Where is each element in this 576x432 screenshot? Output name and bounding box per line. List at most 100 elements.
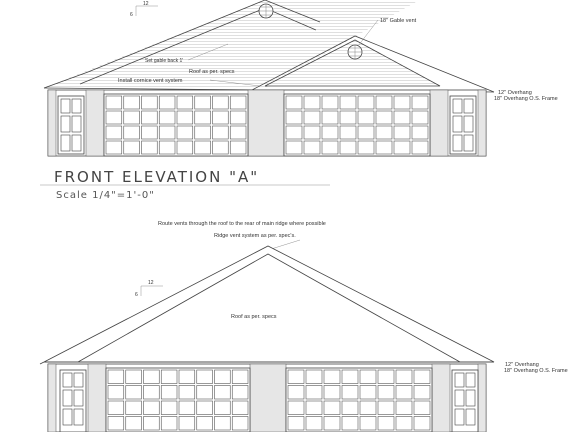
garage-door-panel [411, 125, 429, 140]
garage-door-panel [176, 95, 194, 110]
garage-door-panel [194, 140, 211, 155]
garage-door-panel [214, 369, 231, 384]
garage-door-panel [107, 400, 125, 415]
roof-label-a: Roof as per. specs [189, 69, 235, 75]
garage-door-panel [231, 416, 249, 431]
garage-door-panel [303, 140, 321, 155]
garage-door-panel [321, 95, 339, 110]
pitch-rise-label-b: 6 [135, 292, 138, 298]
garage-door-panel [229, 140, 247, 155]
garage-door-panel [196, 385, 213, 400]
garage-door-panel [143, 416, 160, 431]
garage-door-panel [176, 110, 194, 125]
overhang-os-label-b: 18" Overhang O.S. Frame [504, 368, 568, 374]
garage-door-panel [287, 416, 305, 431]
garage-door-panel [143, 369, 160, 384]
garage-door-panel [375, 95, 393, 110]
garage-door-panel [321, 110, 339, 125]
roof-vents-note: Route vents through the roof to the rear… [158, 221, 326, 227]
secondary-gable-a [251, 35, 495, 93]
pitch-indicator-b: 12 6 [135, 280, 163, 298]
garage-door-right-b [285, 367, 433, 432]
garage-door-panel [377, 400, 395, 415]
garage-door-panel [359, 400, 377, 415]
garage-door-panel [321, 140, 339, 155]
garage-door-panel [196, 400, 213, 415]
garage-door-panel [395, 369, 413, 384]
garage-door-panel [357, 125, 375, 140]
elevation-scale: Scale 1/4"=1'-0" [56, 190, 155, 201]
garage-door-panel [160, 400, 178, 415]
garage-door-panel [339, 95, 357, 110]
gable-vent-label: 18" Gable vent [380, 18, 417, 24]
garage-door-panel [158, 110, 176, 125]
garage-door-panel [123, 125, 140, 140]
garage-door-panel [196, 369, 213, 384]
garage-door-panel [303, 125, 321, 140]
garage-door-panel [285, 125, 303, 140]
garage-door-panel [323, 385, 341, 400]
garage-door-panel [158, 95, 176, 110]
garage-door-panel [125, 416, 142, 431]
garage-door-panel [357, 140, 375, 155]
garage-door-panel [231, 369, 249, 384]
entry-door-left-b [59, 369, 87, 432]
garage-door-panel [178, 369, 196, 384]
garage-door-panel [377, 385, 395, 400]
garage-door-panel [123, 140, 140, 155]
garage-door-panel [107, 416, 125, 431]
garage-door-panel [303, 95, 321, 110]
gable-back-label: Set gable back 1' [145, 58, 183, 64]
overhang-os-label-a: 18" Overhang O.S. Frame [494, 96, 558, 102]
garage-door-panel [229, 110, 247, 125]
overhang-label-b: 12" Overhang [505, 362, 539, 368]
garage-door-left-a [103, 93, 249, 157]
roof-label-b: Roof as per. specs [231, 314, 277, 320]
garage-door-panel [375, 125, 393, 140]
garage-door-panel [359, 416, 377, 431]
garage-door-panel [339, 140, 357, 155]
garage-door-panel [178, 385, 196, 400]
garage-door-panel [377, 416, 395, 431]
garage-door-panel [160, 385, 178, 400]
entry-door-right-a [449, 95, 477, 155]
garage-door-panel [105, 110, 123, 125]
garage-door-panel [339, 125, 357, 140]
garage-door-panel [341, 385, 359, 400]
garage-door-panel [357, 110, 375, 125]
garage-door-panel [305, 385, 323, 400]
garage-door-panel [214, 400, 231, 415]
garage-door-panel [411, 110, 429, 125]
elevation-a: 12 6 18" Gable vent Set gable back 1' Ro… [40, 0, 558, 201]
garage-door-panel [214, 385, 231, 400]
garage-door-panel [341, 369, 359, 384]
garage-door-panel [158, 140, 176, 155]
pitch-indicator-a: 12 6 [130, 1, 158, 18]
garage-door-panel [125, 385, 142, 400]
garage-door-panel [125, 369, 142, 384]
garage-door-panel [176, 140, 194, 155]
main-roof-b [39, 245, 495, 365]
garage-door-panel [287, 400, 305, 415]
garage-door-panel [393, 125, 411, 140]
garage-door-panel [178, 400, 196, 415]
garage-door-panel [341, 416, 359, 431]
garage-door-panel [231, 385, 249, 400]
garage-door-panel [123, 110, 140, 125]
garage-door-panel [395, 385, 413, 400]
garage-door-panel [123, 95, 140, 110]
garage-door-panel [339, 110, 357, 125]
garage-door-panel [194, 125, 211, 140]
garage-door-panel [393, 110, 411, 125]
garage-door-panel [212, 110, 229, 125]
garage-door-panel [105, 140, 123, 155]
garage-door-panel [176, 125, 194, 140]
garage-door-panel [305, 416, 323, 431]
garage-door-panel [141, 110, 158, 125]
garage-door-panel [285, 110, 303, 125]
pitch-rise-label: 6 [130, 12, 133, 18]
garage-door-panel [105, 125, 123, 140]
pitch-run-label: 12 [143, 1, 149, 7]
garage-door-panel [160, 369, 178, 384]
